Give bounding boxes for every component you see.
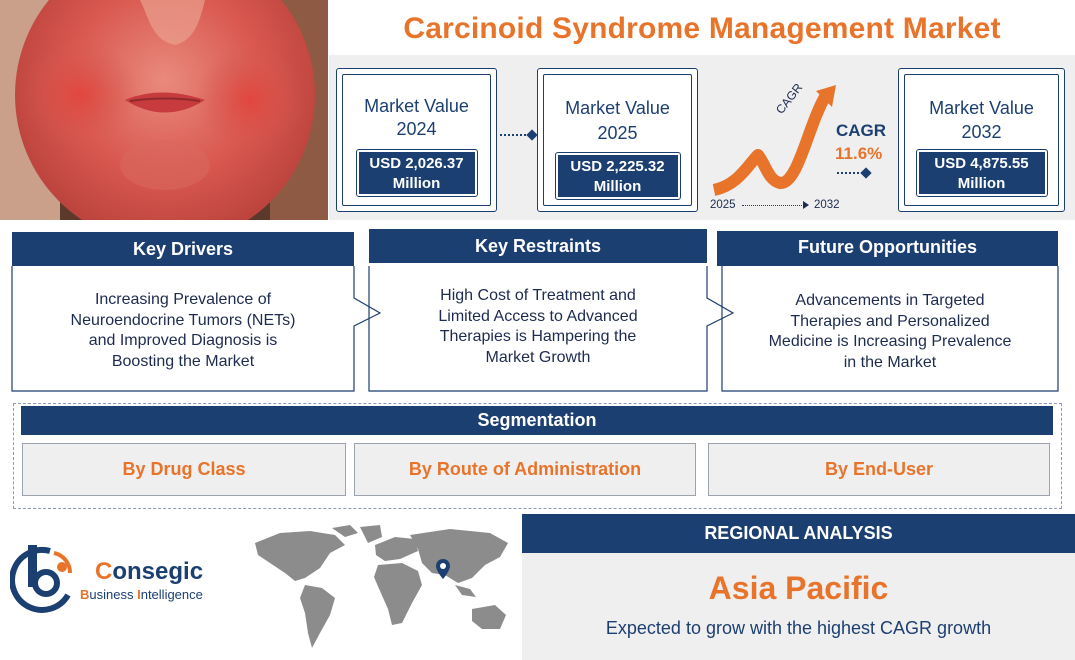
cagr-end-year: 2032 — [814, 199, 840, 211]
market-value-label: Market Value — [565, 98, 670, 118]
cagr-title: CAGR — [836, 121, 887, 140]
market-value-amount-unit: Million — [392, 175, 441, 192]
brand-name-rest: onsegic — [112, 558, 204, 585]
key-sections-outline — [11, 266, 1059, 392]
key-restraints-section: Key Restraints — [369, 229, 707, 263]
market-value-year: 2024 — [396, 119, 437, 139]
market-value-year: 2032 — [961, 122, 1002, 142]
key-drivers-section: Key Drivers — [12, 232, 354, 266]
brand-name: Consegic — [95, 558, 203, 586]
market-value-label: Market Value — [929, 98, 1034, 118]
text-line: Market Growth — [485, 348, 591, 366]
text-line: and Improved Diagnosis is — [88, 332, 278, 349]
connector-dots — [500, 134, 530, 136]
text-line: Advancements in Targeted — [795, 292, 985, 309]
market-value-2032-card: Market Value 2032 USD 4,875.55 Million — [898, 68, 1065, 212]
connector-dots — [837, 172, 863, 174]
text-line: in the Market — [843, 353, 937, 371]
growth-arrow-icon — [712, 85, 836, 196]
key-restraints-heading: Key Restraints — [369, 229, 707, 263]
market-value-amount-number: USD 4,875.55 — [934, 155, 1029, 172]
market-value-amount: USD 2,225.32 Million — [554, 152, 681, 200]
market-value-amount-number: USD 2,225.32 — [570, 158, 665, 175]
brand-tag-initial-b: B — [80, 587, 90, 602]
segmentation-frame — [13, 403, 1062, 509]
consegic-logo-icon — [10, 545, 73, 613]
regional-analysis-heading: REGIONAL ANALYSIS — [522, 514, 1075, 553]
region-name: Asia Pacific — [708, 570, 889, 606]
text-line: High Cost of Treatment and — [440, 287, 636, 304]
key-drivers-heading: Key Drivers — [12, 232, 354, 266]
future-opportunities-section: Future Opportunities — [717, 231, 1058, 266]
text-line: Therapies and Personalized — [790, 312, 990, 330]
market-value-amount: USD 4,875.55 Million — [915, 149, 1048, 197]
market-value-2024-card: Market Value 2024 USD 2,026.37 Million — [336, 68, 497, 212]
brand-tag-business: usiness — [89, 587, 138, 602]
segment-by-end-user: By End-User — [708, 443, 1050, 496]
market-value-amount-number: USD 2,026.37 — [369, 155, 464, 172]
text-line: Limited Access to Advanced — [438, 307, 638, 325]
cagr-start-year: 2025 — [710, 199, 736, 211]
segmentation-heading: Segmentation — [21, 406, 1053, 435]
hero-photo — [0, 0, 328, 220]
brand-tag-intelligence: ntelligence — [140, 587, 203, 602]
market-value-label: Market Value — [364, 96, 469, 116]
key-restraints-text: High Cost of Treatment and Limited Acces… — [369, 286, 707, 368]
location-pin-icon — [436, 559, 450, 579]
future-opportunities-text: Advancements in Targeted Therapies and P… — [722, 291, 1058, 373]
segment-by-drug-class: By Drug Class — [22, 443, 346, 496]
timeline-arrow-icon — [803, 201, 809, 209]
cagr-value: 11.6% — [835, 144, 883, 163]
key-drivers-text: Increasing Prevalence of Neuroendocrine … — [12, 290, 354, 372]
text-line: Therapies is Hampering the — [439, 328, 637, 345]
text-line: Increasing Prevalence of — [94, 291, 272, 308]
world-map-icon — [255, 525, 508, 648]
brand-tag-initial-i: I — [137, 587, 141, 602]
market-value-2025-card: Market Value 2025 USD 2,225.32 Million — [537, 68, 698, 212]
market-value-year: 2025 — [597, 123, 638, 143]
text-line: Boosting the Market — [111, 352, 255, 370]
brand-tagline: Business Intelligence — [80, 587, 203, 602]
segment-by-route-of-administration: By Route of Administration — [354, 443, 696, 496]
future-opportunities-heading: Future Opportunities — [717, 231, 1058, 266]
market-value-amount-unit: Million — [593, 178, 642, 195]
brand-name-initial: C — [95, 558, 113, 585]
timeline-line — [742, 205, 804, 206]
market-value-amount-unit: Million — [957, 175, 1006, 192]
text-line: Neuroendocrine Tumors (NETs) — [70, 311, 296, 329]
text-line: Medicine is Increasing Prevalence — [768, 333, 1012, 350]
region-description: Expected to grow with the highest CAGR g… — [605, 618, 992, 638]
page-title: Carcinoid Syndrome Management Market — [403, 12, 1001, 45]
market-value-amount: USD 2,026.37 Million — [355, 149, 478, 197]
